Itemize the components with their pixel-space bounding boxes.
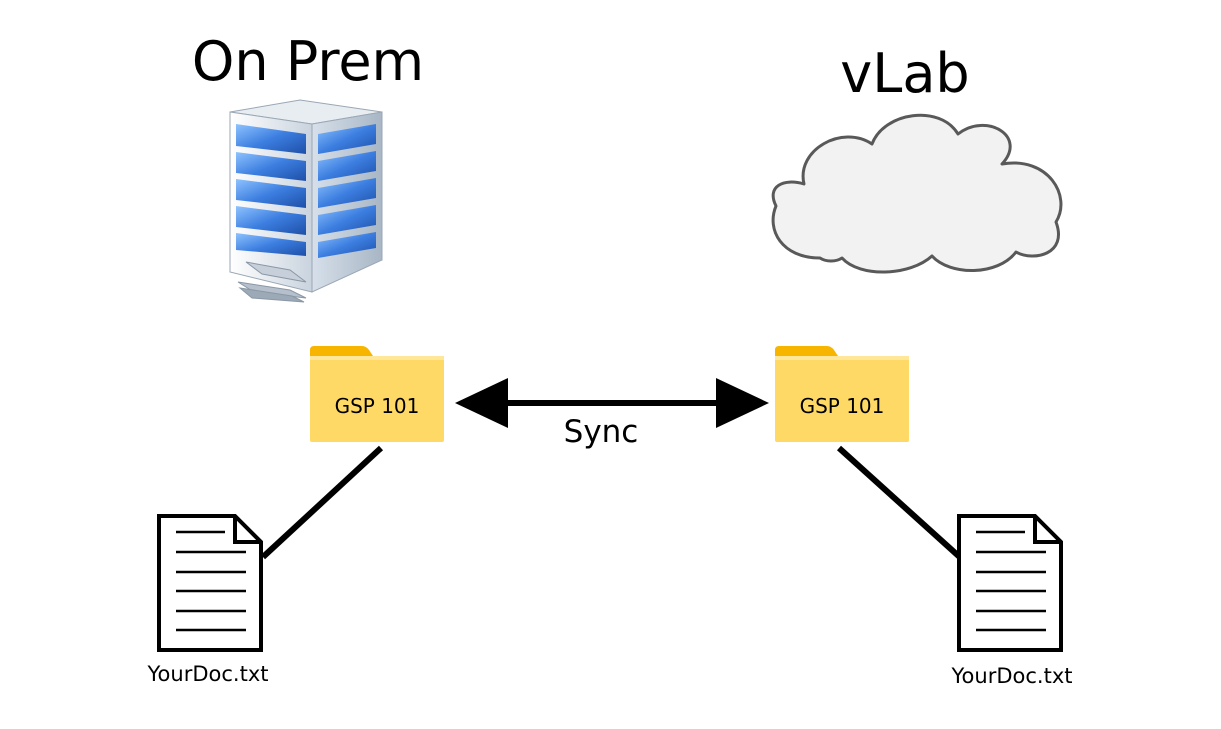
- office-building-icon: [229, 99, 383, 303]
- sync-label: Sync: [564, 414, 639, 450]
- left-folder-file-connector: [260, 445, 384, 560]
- left-title: On Prem: [192, 30, 424, 93]
- sync-arrowhead-right: [716, 378, 769, 428]
- sync-arrowhead-left: [455, 378, 508, 428]
- right-folder-file-connector: [836, 445, 966, 563]
- left-file-label: YourDoc.txt: [147, 662, 269, 686]
- right-folder-label: GSP 101: [800, 394, 885, 418]
- left-folder-label: GSP 101: [335, 394, 420, 418]
- cloud-icon: [771, 113, 1063, 274]
- right-document-icon: [957, 514, 1063, 652]
- left-document-icon: [157, 514, 263, 652]
- sync-arrow: [455, 378, 769, 428]
- right-title: vLab: [840, 42, 969, 105]
- right-file-label: YourDoc.txt: [951, 664, 1073, 688]
- left-folder-icon: [310, 346, 444, 442]
- right-folder-icon: [775, 346, 909, 442]
